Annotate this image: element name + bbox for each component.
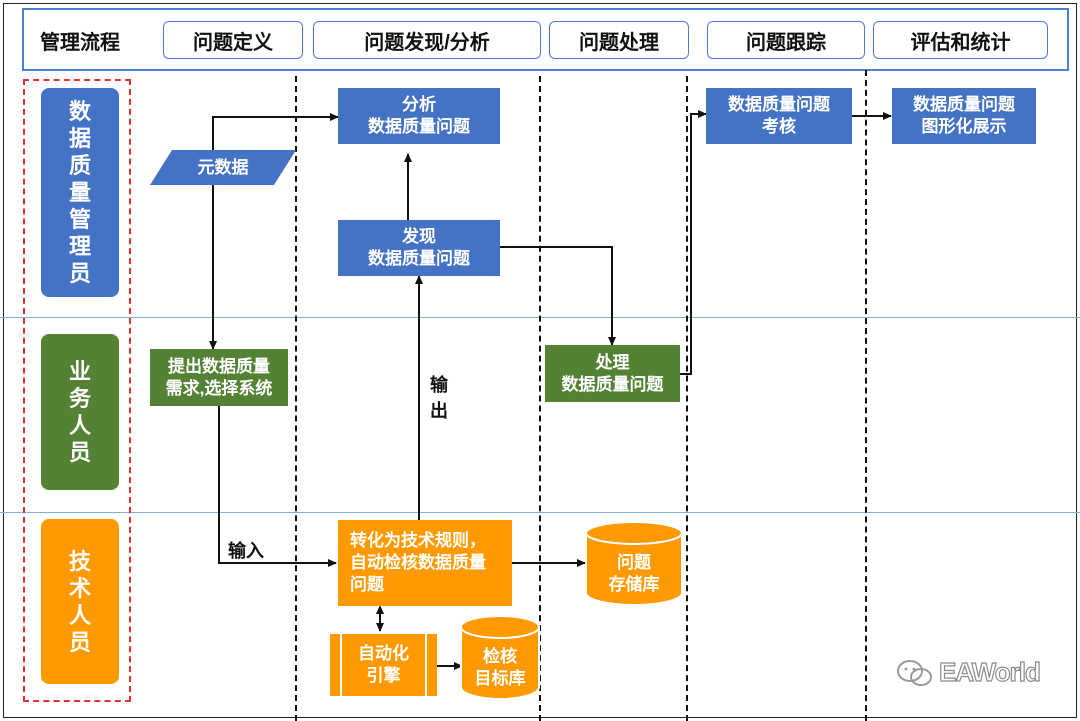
label-output: 输出 <box>430 375 448 421</box>
phase-handling: 问题处理 <box>549 21 689 59</box>
process-title: 管理流程 <box>40 32 120 54</box>
label-input: 输入 <box>228 541 264 561</box>
arrow-metadata-analyze <box>212 113 339 150</box>
node-visualize-line1: 数据质量问题 <box>913 95 1015 114</box>
engine-bar-left <box>340 634 342 696</box>
role-tech: 技术人员 <box>41 519 119 684</box>
arrow-requirement-convert <box>218 406 337 567</box>
arrow-handle-assess <box>680 110 707 375</box>
node-assess-line2: 考核 <box>762 117 796 136</box>
role-dq-manager: 数据质量管理员 <box>41 88 119 297</box>
node-convert: 转化为技术规则， 自动检核数据质量 问题 <box>338 520 512 606</box>
node-visualize-line2: 图形化展示 <box>921 117 1007 136</box>
node-convert-line1: 转化为技术规则， <box>350 531 486 550</box>
role-business: 业务人员 <box>41 334 119 490</box>
phase-divider <box>865 70 867 721</box>
node-check-db: 检核 目标库 <box>460 643 540 693</box>
node-metadata-shape <box>150 150 296 185</box>
node-issue-store-shape <box>585 521 683 606</box>
phase-definition: 问题定义 <box>163 21 303 59</box>
node-analyze: 分析 数据质量问题 <box>338 88 500 144</box>
node-handle-line1: 处理 <box>595 352 630 372</box>
node-issue-store: 问题 存储库 <box>585 548 683 600</box>
node-engine-shape <box>330 634 437 696</box>
node-discover-line1: 发现 <box>402 227 436 246</box>
node-engine-line1: 自动化 <box>358 644 409 663</box>
phase-tracking: 问题跟踪 <box>707 21 865 59</box>
node-requirement: 提出数据质量 需求,选择系统 <box>150 349 288 406</box>
node-convert-line3: 问题 <box>350 575 384 594</box>
node-handle: 处理 数据质量问题 <box>545 345 680 402</box>
phase-evaluation: 评估和统计 <box>873 21 1048 59</box>
node-issue-store-line1: 问题 <box>617 553 651 572</box>
node-discover: 发现 数据质量问题 <box>338 220 500 276</box>
node-visualize: 数据质量问题 图形化展示 <box>892 88 1036 144</box>
wechat-icon <box>897 659 932 686</box>
node-analyze-line2: 数据质量问题 <box>368 117 470 136</box>
arrow-discover-handle <box>500 246 616 346</box>
node-convert-line2: 自动检核数据质量 <box>350 553 486 572</box>
node-assess-line1: 数据质量问题 <box>728 95 830 114</box>
watermark-logo: EAWorld <box>895 656 1041 688</box>
engine-bar-right <box>425 634 427 696</box>
node-handle-line2: 数据质量问题 <box>561 374 664 394</box>
node-requirement-line1: 提出数据质量 <box>168 356 270 376</box>
phase-divider <box>686 76 688 721</box>
phase-divider <box>295 76 297 721</box>
phase-divider <box>539 76 541 721</box>
node-discover-line2: 数据质量问题 <box>368 249 470 268</box>
watermark-text: EAWorld <box>938 656 1041 687</box>
node-metadata: 元数据 <box>197 158 249 177</box>
process-header <box>22 8 1069 71</box>
phase-discovery: 问题发现/分析 <box>313 21 541 59</box>
node-analyze-line1: 分析 <box>402 95 436 114</box>
node-engine: 自动化 引擎 <box>330 634 437 696</box>
node-check-db-line2: 目标库 <box>474 669 526 688</box>
node-requirement-line2: 需求,选择系统 <box>165 378 273 398</box>
node-issue-store-line2: 存储库 <box>608 575 660 594</box>
node-check-db-shape <box>460 615 540 700</box>
node-check-db-line1: 检核 <box>483 647 517 666</box>
node-engine-line2: 引擎 <box>366 666 401 685</box>
roles-group <box>23 79 131 702</box>
node-assess: 数据质量问题 考核 <box>706 88 852 144</box>
